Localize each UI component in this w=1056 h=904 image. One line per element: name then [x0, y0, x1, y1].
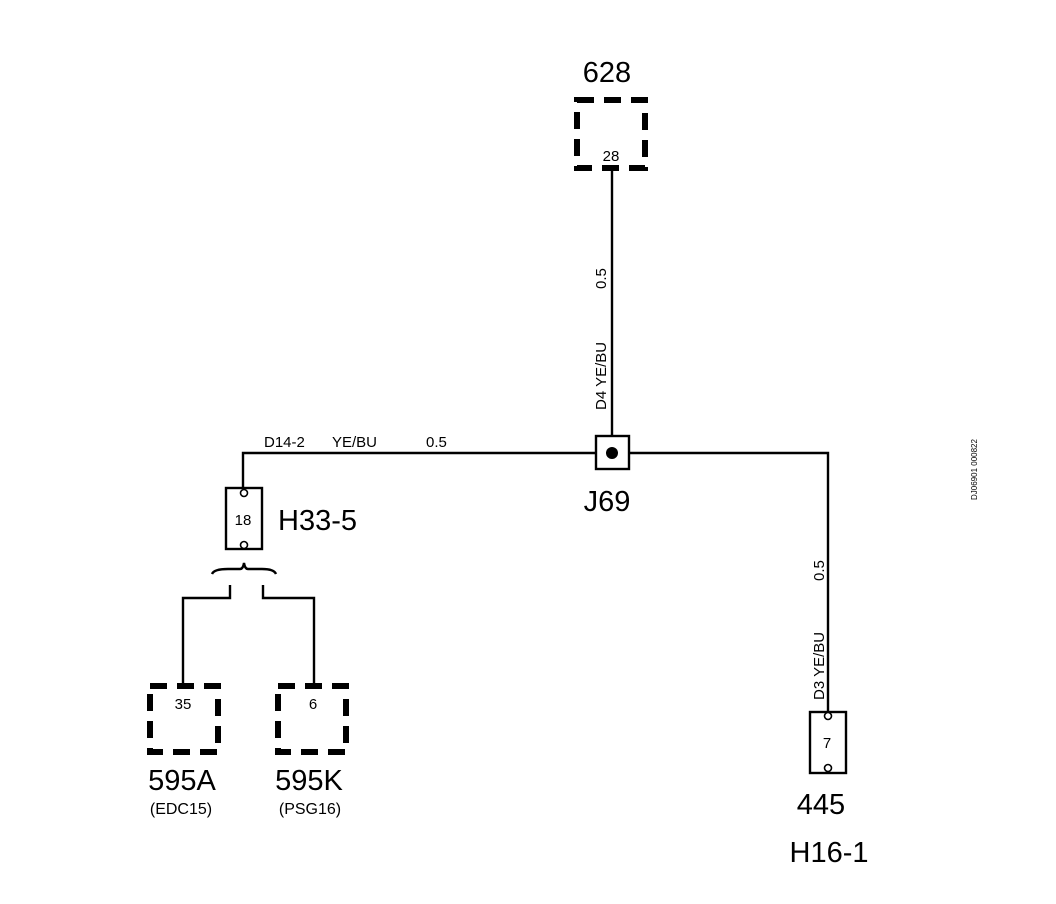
component-628-label: 628	[583, 57, 631, 89]
component-595k-variant: (PSG16)	[279, 801, 341, 818]
component-595k: 6 595K (PSG16)	[275, 683, 349, 818]
splice-j69: J69	[584, 434, 631, 518]
component-445: 7 445 H16-1	[790, 710, 869, 869]
component-628-box	[574, 97, 648, 171]
connector-h16-1-label: H16-1	[790, 837, 869, 869]
wire-d4-label: D4 YE/BU	[593, 342, 610, 410]
reference-code: DJ06901 000822	[970, 439, 979, 500]
connector-h16-1-terminal-bottom	[823, 763, 833, 773]
wire-d14-2-size: 0.5	[426, 434, 447, 451]
component-628: 628 28	[574, 57, 648, 171]
component-445-label: 445	[797, 789, 845, 821]
wire-d3-label: D3 YE/BU	[811, 632, 828, 700]
wire-d3-size: 0.5	[811, 560, 828, 581]
connector-h33-5-terminal-top	[239, 488, 249, 498]
connector-h33-5-pin: 18	[235, 512, 252, 529]
wire-d14-2	[241, 451, 598, 488]
component-595a-box	[147, 683, 221, 755]
connector-h33-5-label: H33-5	[278, 505, 357, 537]
splice-j69-dot	[606, 447, 618, 459]
branch-brace	[210, 562, 278, 575]
connector-h16-1-box	[808, 710, 848, 775]
component-595k-box	[275, 683, 349, 755]
connector-h33-5: 18 H33-5	[224, 486, 357, 551]
wire-d14-2-code: D14-2	[264, 434, 305, 451]
wire-d4-size: 0.5	[593, 268, 610, 289]
wire-branch-595a	[181, 585, 232, 686]
wire-d3	[628, 451, 830, 712]
connector-h16-1-terminal-top	[823, 711, 833, 721]
connector-h33-5-terminal-bottom	[239, 540, 249, 550]
connector-h16-1-pin: 7	[823, 735, 831, 752]
component-595a-variant: (EDC15)	[150, 801, 212, 818]
splice-j69-label: J69	[584, 486, 631, 518]
component-595a-label: 595A	[148, 765, 216, 797]
component-595k-label: 595K	[275, 765, 343, 797]
wire-branch-595k	[261, 585, 316, 686]
component-595k-pin: 6	[309, 696, 317, 713]
component-628-pin: 28	[603, 148, 620, 165]
component-595a-pin: 35	[175, 696, 192, 713]
wire-d14-2-color: YE/BU	[332, 434, 377, 451]
component-595a: 35 595A (EDC15)	[147, 683, 221, 818]
